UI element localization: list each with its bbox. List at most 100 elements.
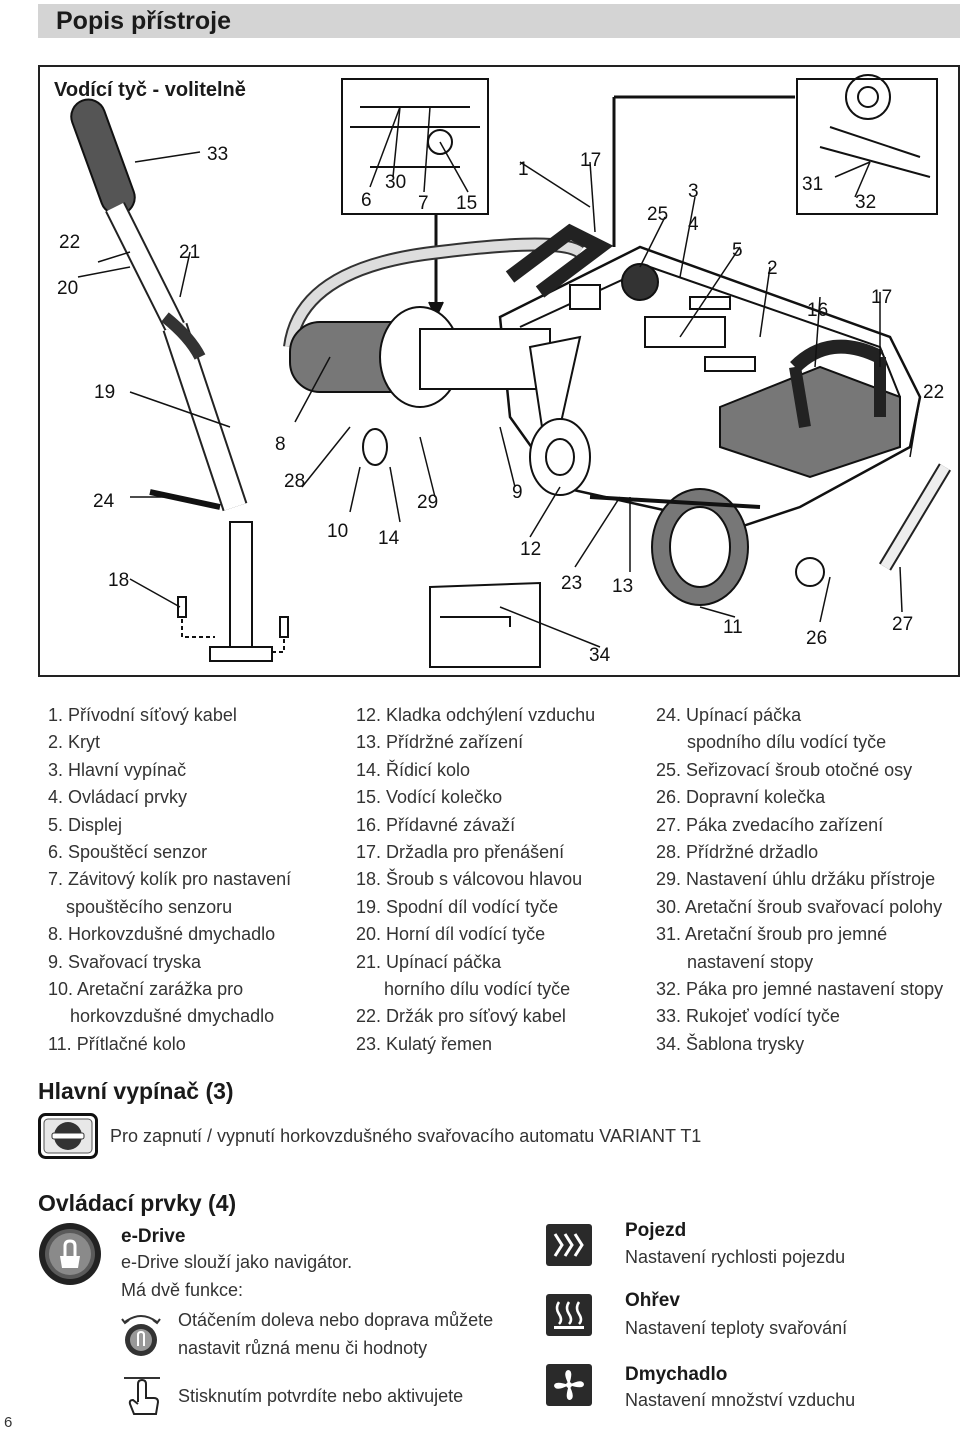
edrive-press-text: Stisknutím potvrdíte nebo aktivujete xyxy=(178,1386,464,1406)
callout-17-right: 17 xyxy=(871,287,893,308)
drive-title: Pojezd xyxy=(625,1220,687,1241)
callout-13: 13 xyxy=(612,576,634,597)
callout-23: 23 xyxy=(561,573,583,594)
legend-item: 5. Displej xyxy=(48,814,123,835)
edrive-turn-line2: nastavit různá menu či hodnoty xyxy=(178,1338,428,1358)
legend-item: 12. Kladka odchýlení vzduchu xyxy=(356,705,596,725)
legend-item: 9. Svařovací tryska xyxy=(48,951,202,972)
legend-item: 30. Aretační šroub svařovací polohy xyxy=(656,896,943,917)
callout-12: 12 xyxy=(520,539,542,560)
edrive-turn-line1: Otáčením doleva nebo doprava můžete xyxy=(178,1310,494,1330)
callout-24: 24 xyxy=(93,491,115,512)
callout-16: 16 xyxy=(807,300,829,321)
legend-item-continuation: horkovzdušné dmychadlo xyxy=(70,1006,275,1027)
callout-9: 9 xyxy=(512,482,523,503)
edrive-line2: Má dvě funkce: xyxy=(121,1280,244,1300)
legend-item: 1. Přívodní síťový kabel xyxy=(48,705,237,725)
legend-item: 8. Horkovzdušné dmychadlo xyxy=(48,924,276,945)
legend-item: 21. Upínací páčka xyxy=(356,951,502,972)
legend-item-continuation: horního dílu vodící tyče xyxy=(384,979,571,1000)
heat-icon xyxy=(546,1294,592,1336)
legend-item: 22. Držák pro síťový kabel xyxy=(356,1006,566,1027)
legend-column-1: 1. Přívodní síťový kabel 2. Kryt 3. Hlav… xyxy=(48,702,291,1058)
legend-item: 2. Kryt xyxy=(48,732,101,753)
controls-title: Ovládací prvky (4) xyxy=(38,1190,237,1216)
blower-title: Dmychadlo xyxy=(625,1364,728,1385)
callout-5: 5 xyxy=(732,240,743,261)
legend-item: 6. Spouštěcí senzor xyxy=(48,842,208,863)
figure-heading: Vodící tyč - volitelně xyxy=(54,79,246,101)
drive-speed-icon xyxy=(546,1224,592,1266)
callout-34: 34 xyxy=(589,645,611,666)
legend-item-continuation: nastavení stopy xyxy=(687,951,814,972)
legend-item: 31. Aretační šroub pro jemné xyxy=(656,924,888,945)
main-switch-icon xyxy=(38,1113,98,1159)
callout-6: 6 xyxy=(361,190,372,211)
callout-29: 29 xyxy=(417,492,439,513)
callout-2: 2 xyxy=(767,258,778,279)
blower-description: Nastavení množství vzduchu xyxy=(625,1390,856,1410)
legend-item: 33. Rukojeť vodící tyče xyxy=(656,1006,840,1027)
callout-32: 32 xyxy=(855,192,877,213)
callout-11: 11 xyxy=(723,617,743,638)
drive-description: Nastavení rychlosti pojezdu xyxy=(625,1247,846,1267)
legend-item: 3. Hlavní vypínač xyxy=(48,759,187,780)
callout-3: 3 xyxy=(688,181,699,202)
callout-15: 15 xyxy=(456,193,478,214)
legend-item: 4. Ovládací prvky xyxy=(48,787,188,808)
legend-item: 34. Šablona trysky xyxy=(656,1033,805,1054)
callout-21: 21 xyxy=(179,242,201,263)
device-illustration xyxy=(70,74,952,668)
fan-icon xyxy=(546,1364,592,1406)
callout-19: 19 xyxy=(94,382,116,403)
callout-31: 31 xyxy=(802,174,824,195)
callout-14: 14 xyxy=(378,528,400,549)
press-finger-icon xyxy=(120,1370,164,1418)
legend-item: 17. Držadla pro přenášení xyxy=(356,842,565,863)
device-figure: Vodící tyč - volitelně 33 22 21 20 30 6 … xyxy=(38,65,960,677)
legend-item: 16. Přídavné závaží xyxy=(356,814,516,835)
legend-item: 29. Nastavení úhlu držáku přístroje xyxy=(656,869,936,890)
callout-20: 20 xyxy=(57,278,79,299)
legend-item: 18. Šroub s válcovou hlavou xyxy=(356,869,583,890)
section-header: Popis přístroje xyxy=(38,4,960,38)
callout-8: 8 xyxy=(275,434,286,455)
callout-10: 10 xyxy=(327,521,349,542)
callout-27: 27 xyxy=(892,614,914,635)
legend-item: 19. Spodní díl vodící tyče xyxy=(356,896,559,917)
callout-28: 28 xyxy=(284,471,306,492)
callout-25: 25 xyxy=(647,204,669,225)
legend-item: 26. Dopravní kolečka xyxy=(656,787,826,808)
callout-1: 1 xyxy=(518,159,529,180)
callout-18: 18 xyxy=(108,570,130,591)
callout-17-top: 17 xyxy=(580,150,602,171)
legend-item: 27. Páka zvedacího zařízení xyxy=(656,814,884,835)
edrive-name: e-Drive xyxy=(121,1226,186,1247)
page-title: Popis přístroje xyxy=(56,7,232,35)
legend-item: 11. Přítlačné kolo xyxy=(48,1033,186,1054)
legend-item: 13. Přídržné zařízení xyxy=(356,732,524,753)
heat-title: Ohřev xyxy=(625,1290,680,1311)
edrive-knob-icon xyxy=(38,1222,102,1286)
legend-item: 24. Upínací páčka xyxy=(656,705,802,725)
legend-item: 7. Závitový kolík pro nastavení xyxy=(48,869,292,890)
edrive-line1: e-Drive slouží jako navigátor. xyxy=(121,1252,353,1272)
main-switch-description: Pro zapnutí / vypnutí horkovzdušného sva… xyxy=(110,1126,702,1146)
legend-item-continuation: spodního dílu vodící tyče xyxy=(687,732,887,753)
legend-item: 23. Kulatý řemen xyxy=(356,1033,493,1054)
callout-22-left: 22 xyxy=(59,232,81,253)
legend-item: 25. Seřizovací šroub otočné osy xyxy=(656,759,913,780)
callout-7: 7 xyxy=(418,193,429,214)
legend-item-continuation: spouštěcího senzoru xyxy=(66,896,233,917)
legend-item: 10. Aretační zarážka pro xyxy=(48,979,244,1000)
legend-item: 28. Přídržné držadlo xyxy=(656,842,819,863)
legend-item: 15. Vodící kolečko xyxy=(356,787,503,808)
legend-item: 14. Řídicí kolo xyxy=(356,759,471,780)
callout-22-right: 22 xyxy=(923,382,945,403)
callout-26: 26 xyxy=(806,628,828,649)
heat-description: Nastavení teploty svařování xyxy=(625,1318,848,1338)
callout-30: 30 xyxy=(385,172,407,193)
legend-column-3: 24. Upínací páčka spodního dílu vodící t… xyxy=(656,702,943,1058)
rotate-knob-icon xyxy=(119,1310,163,1358)
legend-item: 32. Páka pro jemné nastavení stopy xyxy=(656,979,944,1000)
